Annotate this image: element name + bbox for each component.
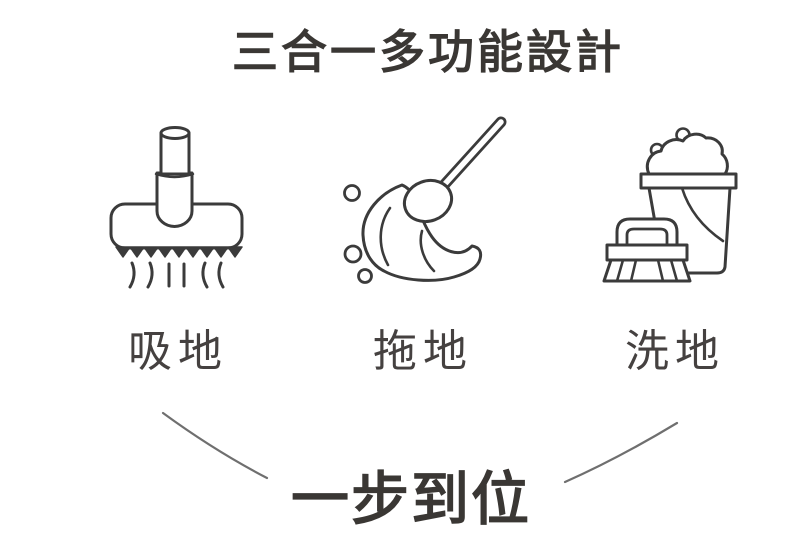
feature-label-vacuum: 吸地	[128, 327, 228, 376]
page-title: 三合一多功能設計	[232, 26, 624, 78]
feature-label-mop: 拖地	[373, 327, 473, 376]
feature-label-wash: 洗地	[625, 327, 725, 376]
conclusion-text: 一步到位	[290, 467, 531, 532]
bucket-brush-icon	[597, 118, 745, 288]
mop-icon	[338, 113, 510, 289]
vacuum-head-icon	[106, 118, 248, 294]
